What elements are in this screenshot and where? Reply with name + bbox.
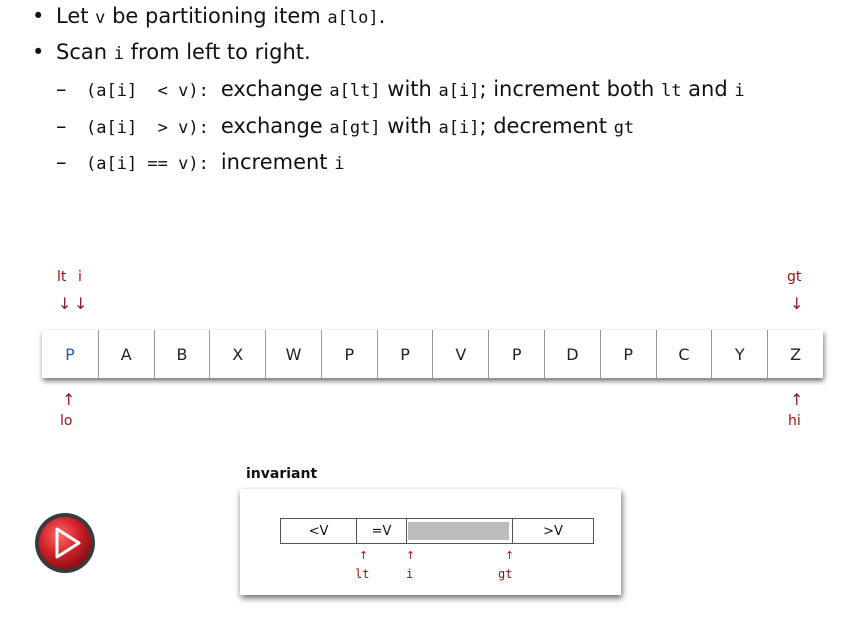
condition-code: (a[i] > v): bbox=[86, 118, 209, 138]
hi-label: hi bbox=[788, 413, 801, 429]
segment-less: <V bbox=[281, 519, 357, 543]
array-cell: X bbox=[209, 330, 265, 378]
code: lt bbox=[660, 81, 682, 101]
array-cell: W bbox=[265, 330, 321, 378]
gt-label: gt bbox=[787, 269, 802, 285]
text: and bbox=[681, 77, 735, 101]
bullet-dot: • bbox=[32, 4, 45, 28]
condition-code: (a[i] < v): bbox=[86, 81, 209, 101]
code: a[lo] bbox=[327, 8, 379, 28]
text: increment bbox=[220, 150, 335, 174]
invariant-bar: <V =V >V bbox=[280, 518, 594, 544]
code: i bbox=[113, 44, 124, 64]
invariant-panel: <V =V >V ↑ ↑ ↑ lt i gt bbox=[240, 489, 621, 595]
sub-line-1: (a[i] < v): exchange a[lt] with a[i]; inc… bbox=[86, 77, 745, 101]
array-cell: Y bbox=[711, 330, 767, 378]
dash-marker: – bbox=[56, 150, 67, 174]
array-cell: D bbox=[544, 330, 600, 378]
bullet-line-1: Let v be partitioning item a[lo]. bbox=[56, 4, 385, 28]
array-cell: P bbox=[488, 330, 544, 378]
text: Let bbox=[56, 4, 96, 28]
lt-label: lt bbox=[57, 269, 67, 285]
text: be partitioning item bbox=[105, 4, 328, 28]
arrow-down-icon: ↓ bbox=[74, 294, 88, 313]
unknown-fill bbox=[408, 522, 509, 540]
bullet-dot: • bbox=[32, 40, 45, 64]
array-cell: P bbox=[599, 330, 656, 378]
text: with bbox=[380, 77, 439, 101]
array: P A B X W P P V P D P C Y Z bbox=[42, 330, 823, 378]
text: . bbox=[378, 4, 386, 28]
array-cell: Z bbox=[767, 330, 823, 378]
code: a[i] bbox=[438, 118, 480, 138]
segment-equal: =V bbox=[357, 519, 407, 543]
code: i bbox=[334, 154, 345, 174]
code: a[i] bbox=[438, 81, 480, 101]
array-cell: B bbox=[153, 330, 210, 378]
arrow-up-icon: ↑ bbox=[62, 390, 76, 409]
dash-marker: – bbox=[56, 77, 67, 101]
i-pointer-label: i bbox=[406, 567, 414, 581]
array-cell: V bbox=[432, 330, 488, 378]
text: Scan bbox=[56, 40, 114, 64]
text: from left to right. bbox=[123, 40, 311, 64]
arrow-up-icon: ↑ bbox=[359, 549, 369, 562]
dash-marker: – bbox=[56, 114, 67, 138]
lt-pointer-label: lt bbox=[355, 567, 370, 581]
code: a[gt] bbox=[329, 118, 381, 138]
array-cell: P bbox=[320, 330, 377, 378]
code: gt bbox=[613, 118, 635, 138]
text: exchange bbox=[220, 77, 330, 101]
arrow-down-icon: ↓ bbox=[790, 294, 804, 313]
gt-pointer-label: gt bbox=[498, 567, 513, 581]
arrow-up-icon: ↑ bbox=[505, 549, 515, 562]
array-cell: P bbox=[376, 330, 433, 378]
code: v bbox=[95, 8, 106, 28]
code: a[lt] bbox=[329, 81, 381, 101]
bullet-line-2: Scan i from left to right. bbox=[56, 40, 311, 64]
code: i bbox=[734, 81, 745, 101]
sub-line-2: (a[i] > v): exchange a[gt] with a[i]; dec… bbox=[86, 114, 634, 138]
sub-line-3: (a[i] == v): increment i bbox=[86, 150, 344, 174]
array-cell: A bbox=[97, 330, 154, 378]
i-label: i bbox=[78, 269, 82, 285]
array-cell: C bbox=[655, 330, 712, 378]
text: ; increment both bbox=[479, 77, 661, 101]
play-button[interactable] bbox=[34, 512, 96, 574]
arrow-up-icon: ↑ bbox=[406, 549, 416, 562]
segment-unknown bbox=[407, 519, 513, 543]
text: ; decrement bbox=[479, 114, 614, 138]
segment-greater: >V bbox=[543, 523, 563, 539]
play-icon bbox=[35, 513, 95, 573]
text: exchange bbox=[220, 114, 330, 138]
invariant-title: invariant bbox=[246, 466, 318, 482]
arrow-up-icon: ↑ bbox=[790, 390, 804, 409]
arrow-down-icon: ↓ bbox=[58, 294, 72, 313]
condition-code: (a[i] == v): bbox=[86, 154, 209, 174]
text: with bbox=[380, 114, 439, 138]
array-cell: P bbox=[65, 344, 75, 364]
lo-label: lo bbox=[60, 413, 73, 429]
